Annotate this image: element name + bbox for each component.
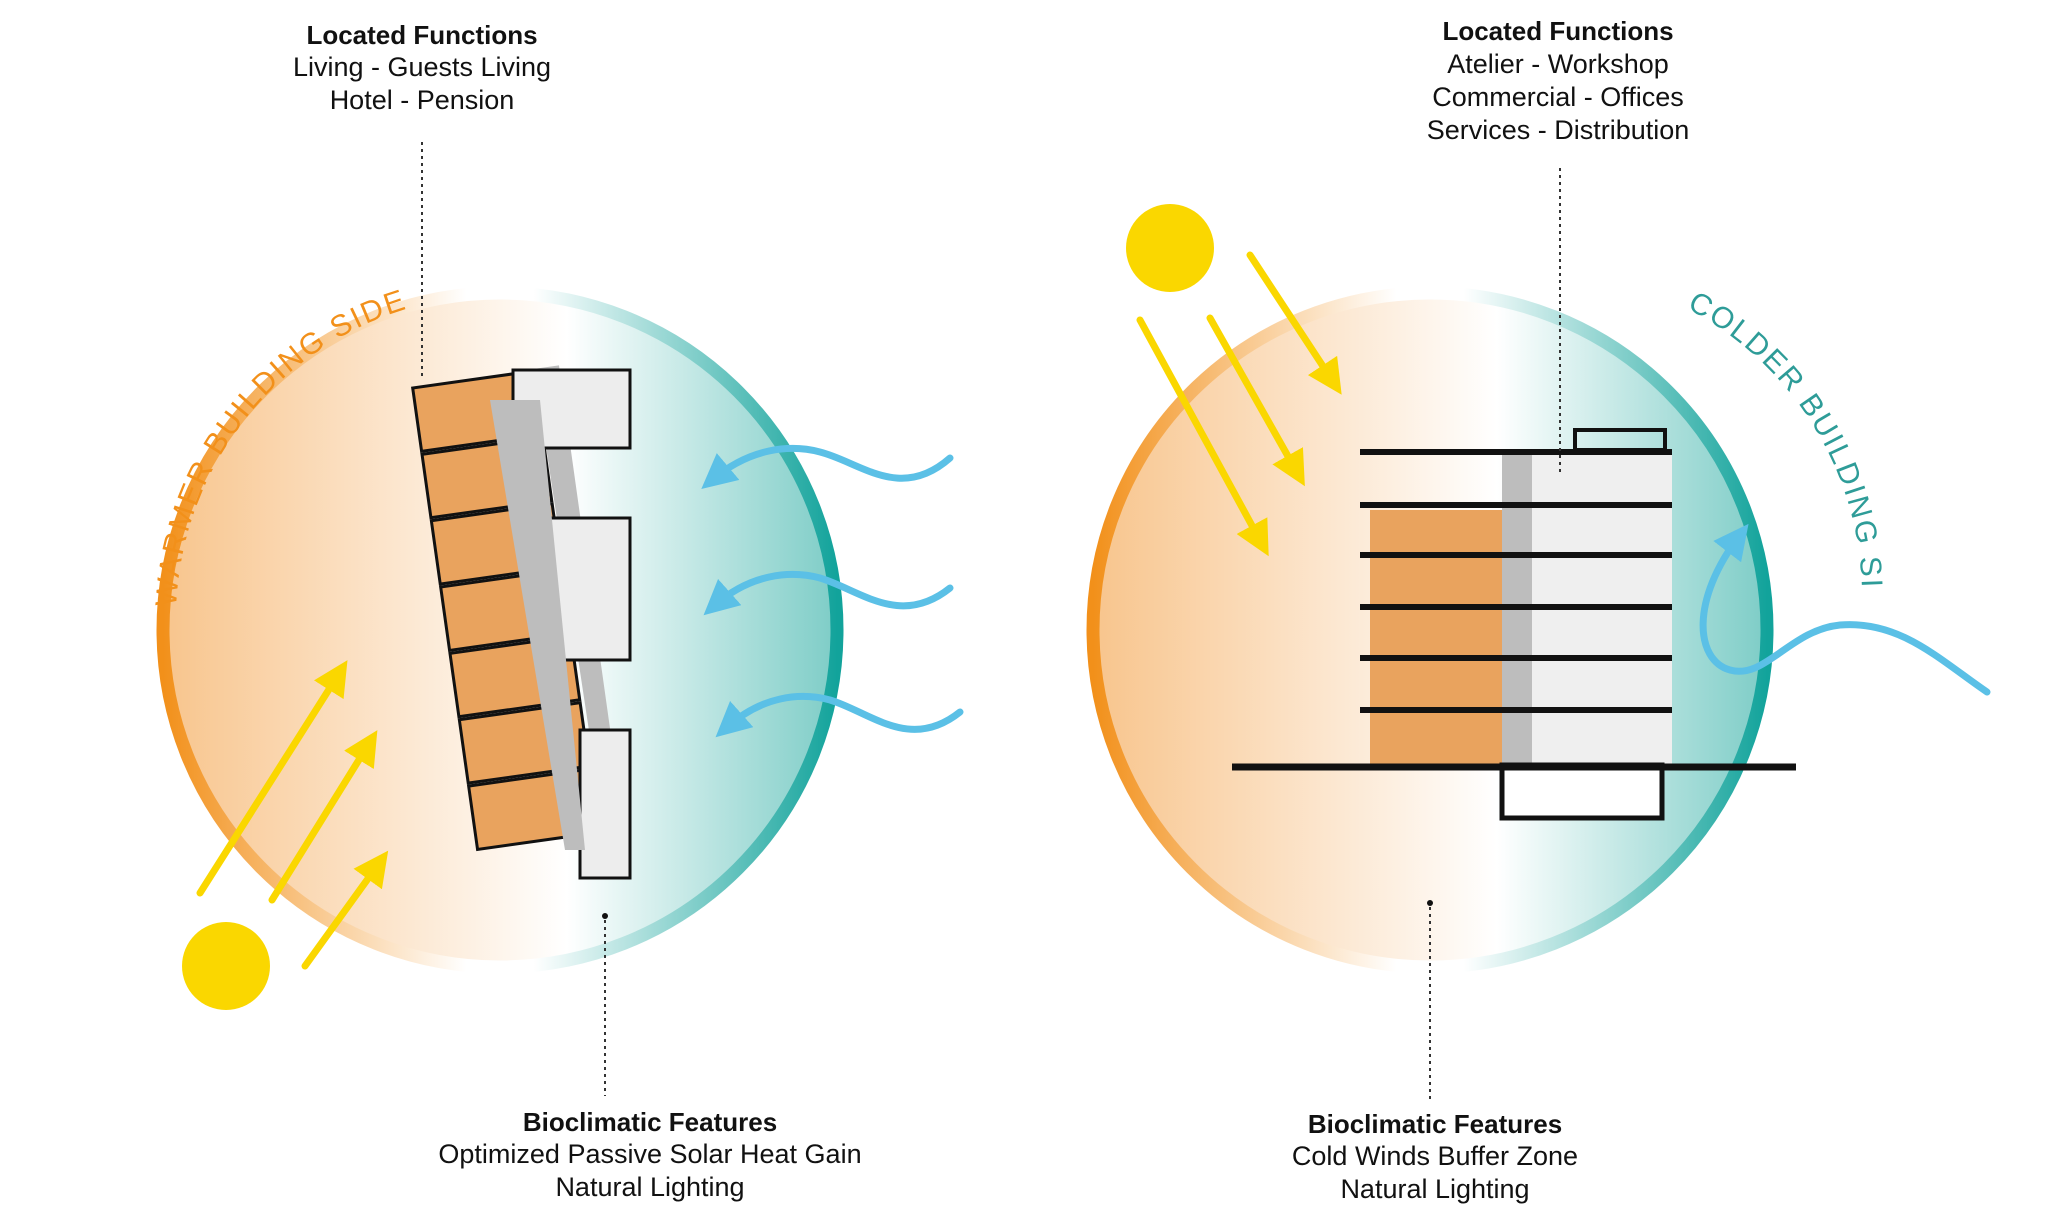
basement (1499, 762, 1665, 821)
right-features-line: Cold Winds Buffer Zone (1292, 1141, 1578, 1171)
wind-arrow-icon (701, 444, 954, 490)
right-functions-line: Services - Distribution (1427, 115, 1690, 145)
wind-arrow-icon (1699, 523, 1991, 696)
right-climate-ring (1086, 286, 1774, 974)
left-features-heading: Bioclimatic Features (523, 1107, 777, 1137)
solar-ray-icon (268, 730, 378, 904)
service-plans (490, 368, 632, 880)
left-functions-heading: Located Functions (306, 20, 537, 50)
left-diagram: WARMER BUILDING SIDE (150, 20, 964, 1202)
left-functions-line: Living - Guests Living (293, 52, 551, 82)
cold-winds (701, 444, 964, 738)
right-features-line: Natural Lighting (1340, 1174, 1529, 1204)
solar-ray-icon (196, 660, 348, 897)
leader-dot (1427, 900, 1433, 906)
solar-rays (196, 660, 389, 970)
solar-ray-icon (1246, 251, 1342, 395)
sun-icon (182, 922, 270, 1010)
roof-structure (1573, 428, 1667, 452)
right-functions-line: Commercial - Offices (1432, 82, 1684, 112)
left-features-line: Natural Lighting (555, 1172, 744, 1202)
connector-plan (490, 400, 585, 850)
left-features-line: Optimized Passive Solar Heat Gain (438, 1139, 861, 1169)
solar-ray-icon (1206, 314, 1305, 487)
wind-arrow-icon (715, 692, 964, 738)
left-climate-ring (156, 286, 844, 974)
right-features-heading: Bioclimatic Features (1308, 1109, 1562, 1139)
service-block (578, 728, 632, 880)
right-functions-heading: Located Functions (1442, 16, 1673, 46)
solar-ray-icon (301, 850, 389, 970)
right-functions-line: Atelier - Workshop (1447, 49, 1669, 79)
workshop-units (1370, 510, 1502, 765)
building-section (1232, 428, 1796, 821)
solar-ray-icon (1136, 316, 1269, 557)
left-functions-line: Hotel - Pension (330, 85, 515, 115)
leader-dot (602, 913, 608, 919)
solar-rays (1136, 251, 1342, 557)
sun-icon (1126, 204, 1214, 292)
wind-arrow-icon (703, 570, 954, 616)
